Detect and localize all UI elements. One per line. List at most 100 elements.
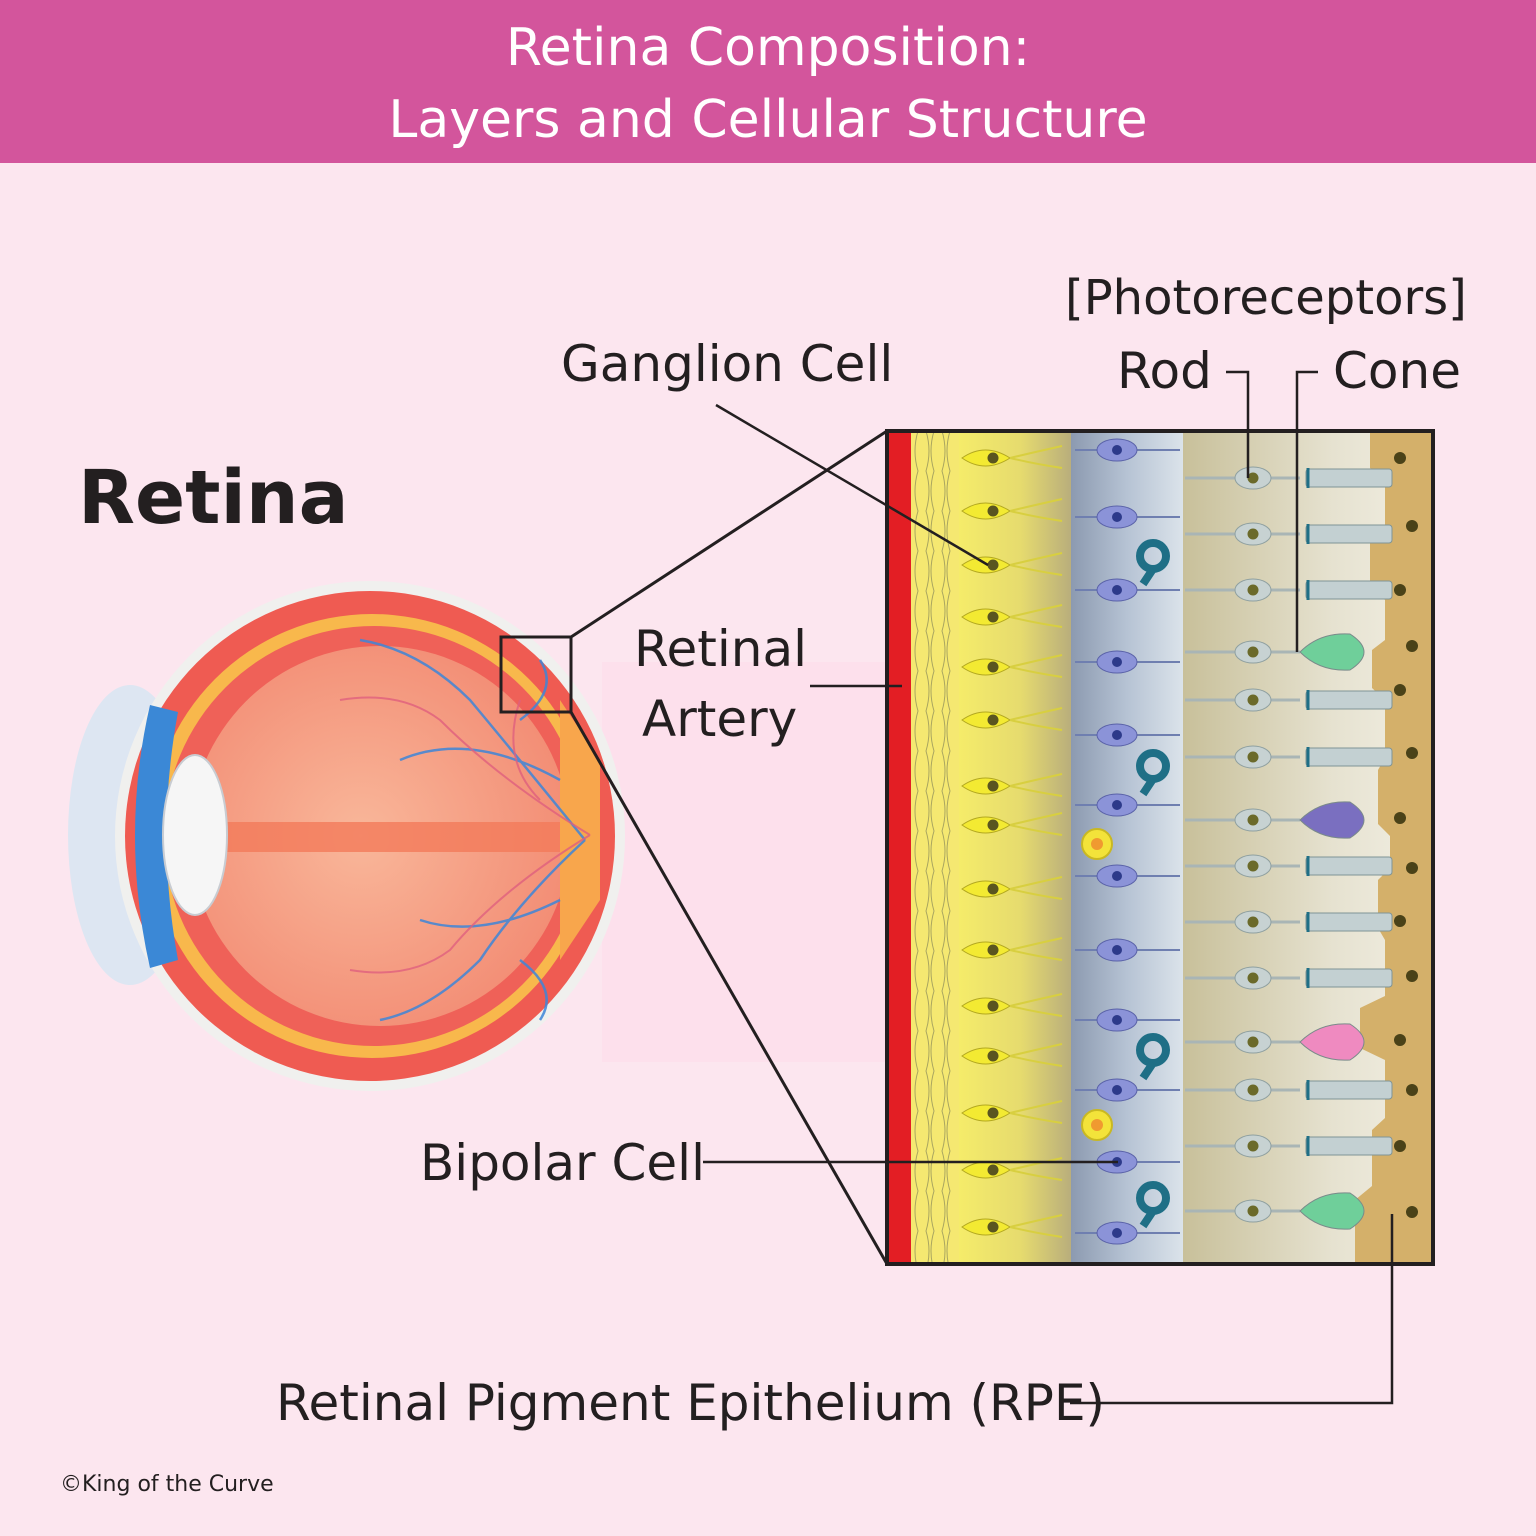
ganglion-dendrite [1009,1157,1063,1181]
backdrop-panel [602,662,887,1062]
nerve-fiber [930,431,935,1264]
rod-outer-segment [1305,856,1393,876]
retinal-artery-layer [887,431,911,1264]
retina-detail-panel [887,431,1433,1264]
horizontal-cell-process [1139,1208,1157,1229]
rod-leader [1226,370,1250,478]
rod-outer-segment [1305,580,1393,600]
bipolar-nucleus [1112,730,1122,740]
cone-leader [1295,370,1318,652]
ganglion-nucleus [987,559,999,571]
retinal-artery-label-line1: Retinal [634,620,807,678]
cone-outer-segment [1299,1023,1365,1061]
visual-axis [220,822,600,852]
ganglion-nucleus [987,1107,999,1119]
bipolar-nucleus [1112,585,1122,595]
photoreceptor-nucleus [1247,694,1259,706]
photoreceptor-nucleus [1247,584,1259,596]
rpe-nuclei [1394,452,1418,1218]
ganglion-nucleus [987,1050,999,1062]
eye-vessels [359,638,586,1022]
ganglion-dendrite [1009,445,1063,469]
rpe-nucleus [1394,452,1406,464]
ganglion-dendrite [1009,876,1063,900]
bipolar-nucleus [1112,800,1122,810]
rod-outer-segment [1305,524,1393,544]
rod-outer-segment [1305,1136,1393,1156]
rpe-nucleus [1406,747,1418,759]
rpe-nucleus [1394,584,1406,596]
nerve-fibers [914,431,951,1264]
rod-label: Rod [1117,342,1212,400]
rpe-nucleus [1406,1084,1418,1096]
ganglion-dendrite [1009,993,1063,1017]
cone-label: Cone [1333,342,1461,400]
rpe-label: Retinal Pigment Epithelium (RPE) [276,1374,1106,1432]
ganglion-nucleus [987,944,999,956]
rod-outer-segment [1305,468,1393,488]
ganglion-dendrite [1009,1100,1063,1124]
cone-outer-segment [1299,801,1365,839]
photoreceptor-nucleus [1247,814,1259,826]
rod-outer-segment [1305,747,1393,767]
ganglion-leader [715,403,989,567]
ganglion-nucleus [987,452,999,464]
copyright-text: ©King of the Curve [60,1472,274,1497]
rpe-nucleus [1406,640,1418,652]
ganglion-dendrite [1009,707,1063,731]
ganglion-nucleus [987,1000,999,1012]
zoom-line-top [570,429,888,639]
photoreceptor-nucleus [1247,972,1259,984]
bipolar-nucleus [1112,512,1122,522]
ganglion-cells [961,445,1063,1238]
rod-outer-segment [1305,968,1393,988]
ganglion-nucleus [987,780,999,792]
ganglion-dendrite [1009,773,1063,797]
horizontal-cell-process [1139,1060,1157,1081]
bipolar-cells [1075,438,1180,1245]
bipolar-cell-label: Bipolar Cell [420,1134,705,1192]
nerve-fiber [914,431,919,1264]
title-line-1: Retina Composition: [505,18,1031,78]
bipolar-nucleus [1112,445,1122,455]
ganglion-dendrite [1009,812,1063,836]
ganglion-dendrite [1009,937,1063,961]
title-line-2: Layers and Cellular Structure [388,90,1148,150]
bipolar-nucleus [1112,657,1122,667]
rpe-nucleus [1406,520,1418,532]
ganglion-dendrite [1009,1043,1063,1067]
ganglion-dendrite [1009,552,1063,576]
horizontal-cell-process [1139,566,1157,587]
nerve-fiber-layer [911,431,959,1264]
zoom-line-bottom [569,711,889,1265]
ganglion-nucleus [987,1221,999,1233]
eye-illustration [68,581,625,1091]
rod-outer-segment [1305,1080,1393,1100]
photoreceptor-nucleus [1247,860,1259,872]
photoreceptor-nucleus [1247,1140,1259,1152]
photoreceptor-nucleus [1247,1084,1259,1096]
nerve-fiber [946,431,951,1264]
rpe-nucleus [1406,1206,1418,1218]
cone-outer-segment [1299,633,1365,671]
photoreceptor-cells [1185,466,1393,1230]
ganglion-dendrite [1009,604,1063,628]
rpe-nucleus [1394,684,1406,696]
ganglion-nucleus [987,661,999,673]
ganglion-nucleus [987,714,999,726]
photoreceptor-nucleus [1247,1205,1259,1217]
amacrine-nucleus [1091,1119,1103,1131]
photoreceptor-nucleus [1247,528,1259,540]
nerve-fiber [925,431,930,1264]
leader-lines [703,370,1394,1405]
bipolar-nucleus [1112,945,1122,955]
ganglion-nucleus [987,819,999,831]
bipolar-nucleus [1112,1015,1122,1025]
zoom-box [499,635,573,714]
iris [135,705,178,968]
horizontal-cell-process [1139,776,1157,797]
retinal-artery-label-line2: Artery [642,690,798,748]
photoreceptor-nucleus [1247,472,1259,484]
rod-outer-segment [1305,690,1393,710]
